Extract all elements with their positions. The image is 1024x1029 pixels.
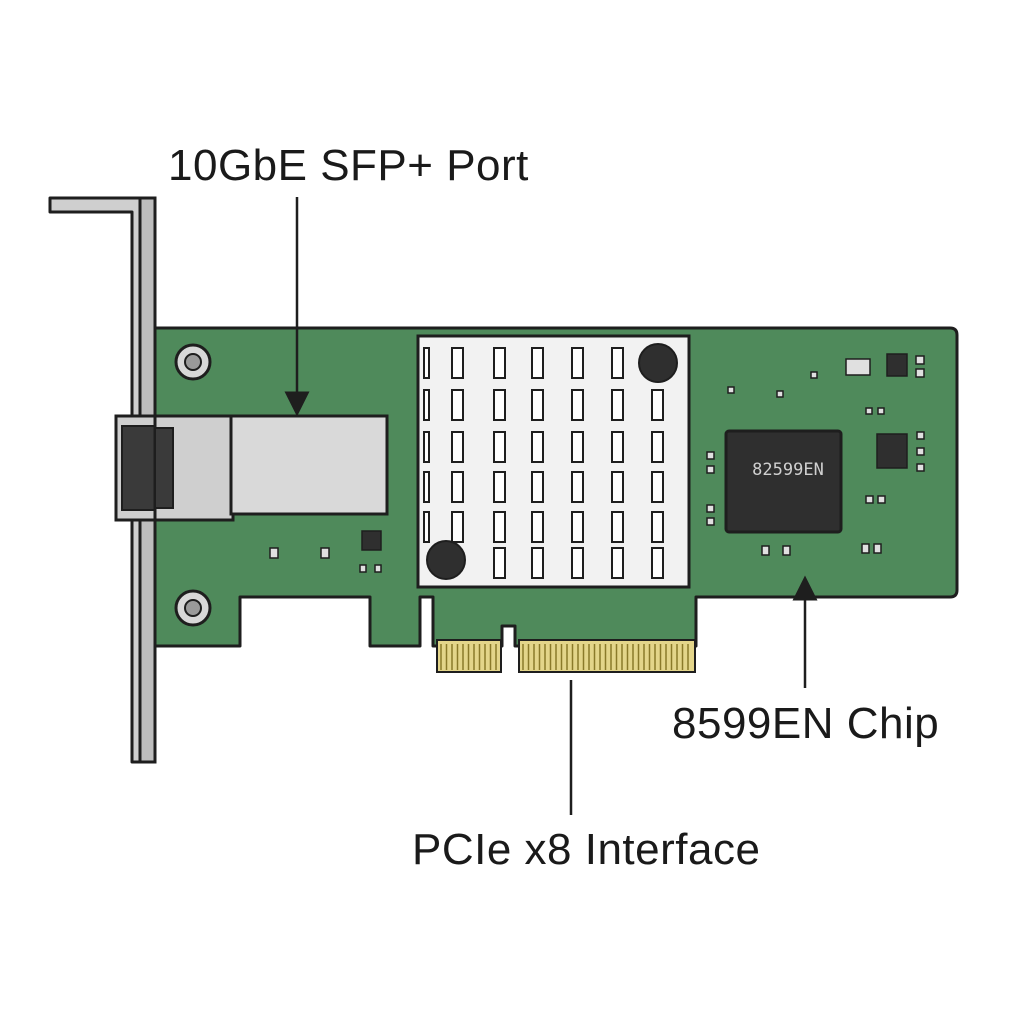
heatsink-fin <box>531 431 544 463</box>
heatsink-fin <box>611 347 624 379</box>
sfp-port <box>114 414 389 522</box>
heatsink-fin <box>423 431 430 463</box>
heatsink <box>416 334 691 589</box>
heatsink-fin <box>571 547 584 579</box>
heatsink-fin <box>451 431 464 463</box>
heatsink-fin <box>611 471 624 503</box>
heatsink-fin <box>571 389 584 421</box>
heatsink-fin <box>651 511 664 543</box>
heatsink-fin <box>571 347 584 379</box>
heatsink-fin <box>571 471 584 503</box>
heatsink-fin <box>611 547 624 579</box>
heatsink-fin <box>531 347 544 379</box>
heatsink-fin <box>493 389 506 421</box>
heatsink-fin <box>451 511 464 543</box>
pcie-interface-label: PCIe x8 Interface <box>412 825 761 874</box>
heatsink-fin <box>493 471 506 503</box>
heatsink-fin <box>531 389 544 421</box>
heatsink-fin <box>423 471 430 503</box>
heatsink-fin <box>493 511 506 543</box>
sfp-port-label: 10GbE SFP+ Port <box>168 141 529 190</box>
heatsink-fin <box>451 347 464 379</box>
heatsink-fin <box>571 511 584 543</box>
heatsink-fin <box>531 511 544 543</box>
heatsink-fin <box>423 389 430 421</box>
heatsink-fin <box>493 347 506 379</box>
mounting-hole-bottom <box>174 589 212 627</box>
heatsink-fin <box>651 547 664 579</box>
controller-chip: 82599EN <box>724 429 843 534</box>
heatsink-fin <box>493 431 506 463</box>
smd-components-left <box>269 530 382 573</box>
pcie-gold-fingers <box>436 639 696 673</box>
heatsink-pin-bottom <box>426 540 466 580</box>
heatsink-fin <box>651 389 664 421</box>
heatsink-fin <box>651 471 664 503</box>
heatsink-fin <box>611 511 624 543</box>
heatsink-fin <box>611 431 624 463</box>
mounting-hole-top <box>174 343 212 381</box>
heatsink-fin <box>531 471 544 503</box>
heatsink-fin <box>451 471 464 503</box>
heatsink-fin <box>493 547 506 579</box>
chip-marking: 82599EN <box>752 460 824 480</box>
chip-label: 8599EN Chip <box>672 699 940 748</box>
heatsink-fin <box>611 389 624 421</box>
heatsink-fin <box>423 347 430 379</box>
heatsink-fin <box>531 547 544 579</box>
heatsink-fin <box>451 389 464 421</box>
heatsink-fin <box>571 431 584 463</box>
smd-components-right <box>706 353 925 556</box>
heatsink-fin <box>651 431 664 463</box>
heatsink-pin-top <box>638 343 678 383</box>
heatsink-fin <box>423 511 430 543</box>
